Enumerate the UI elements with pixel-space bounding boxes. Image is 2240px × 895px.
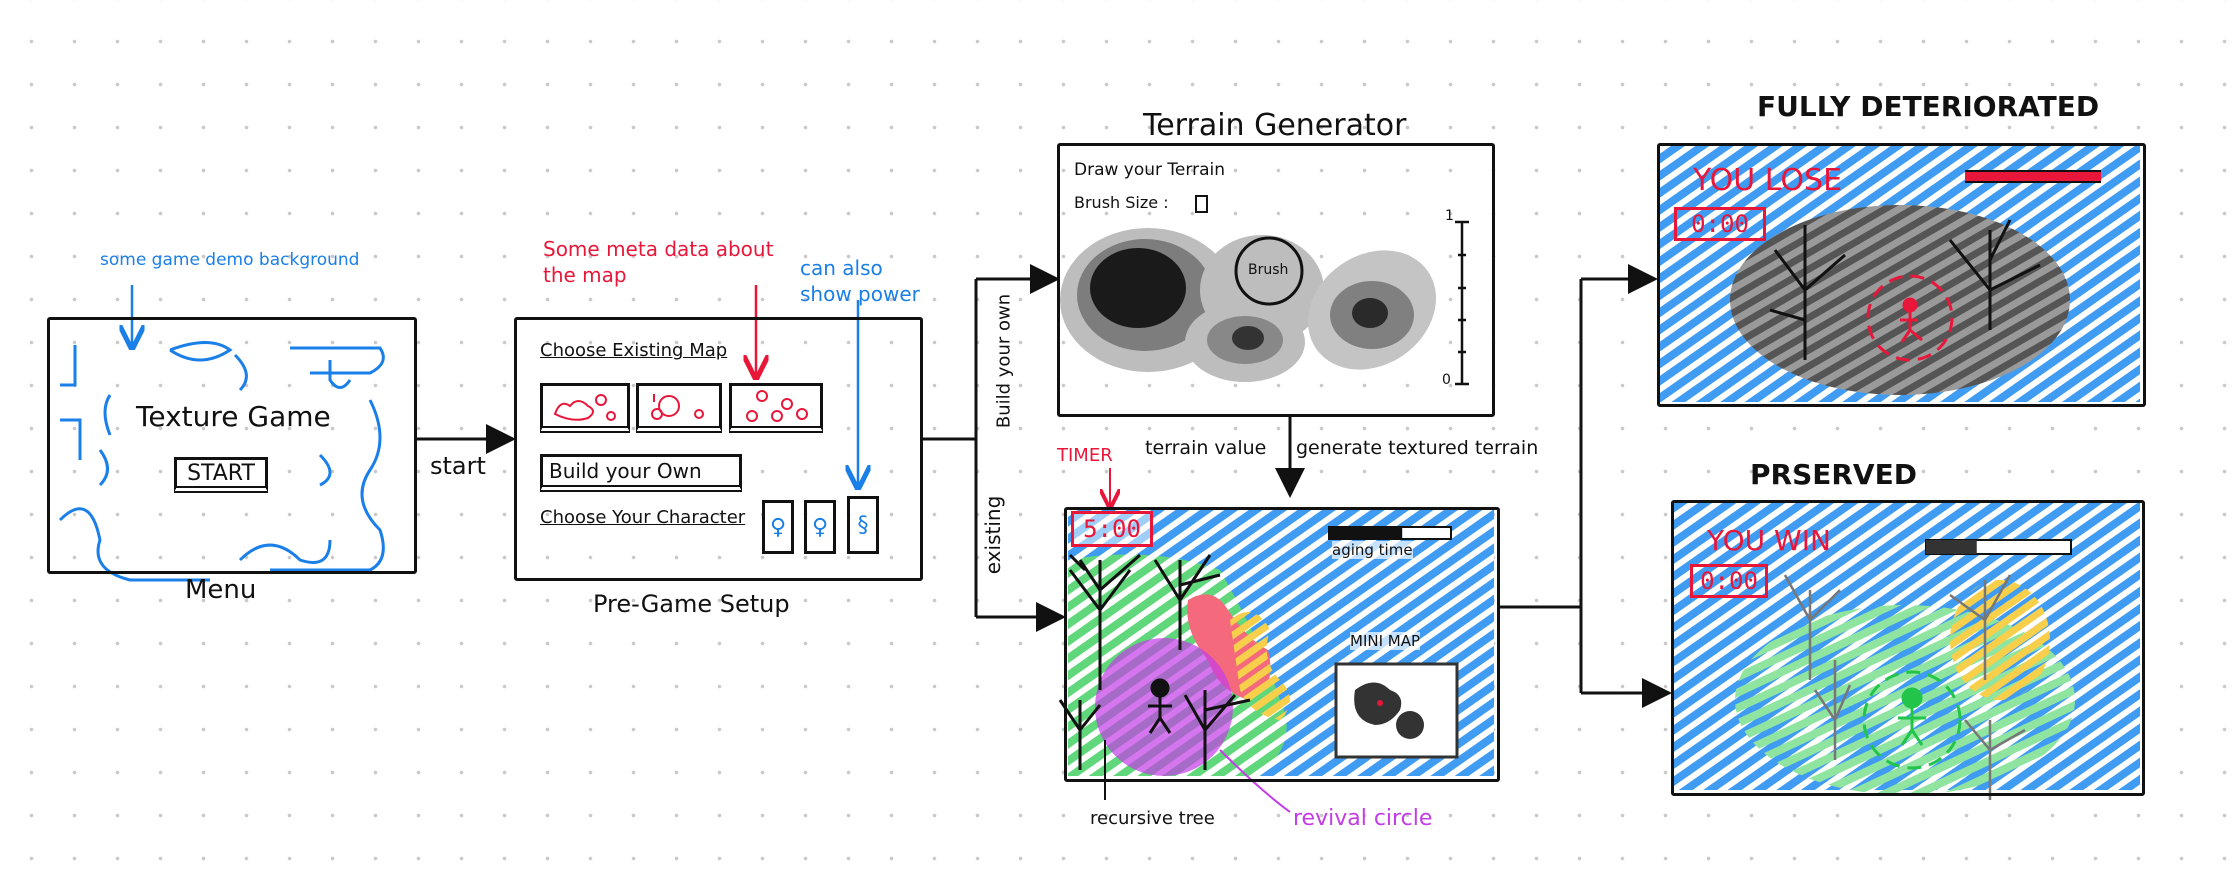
lose-screen-frame (1657, 143, 2146, 407)
menu-demo-background (58, 341, 385, 582)
player-figure (1148, 678, 1172, 734)
win-screen-title: PRSERVED (1750, 458, 1917, 491)
win-progress-fill (1926, 540, 1977, 554)
menu-caption: Menu (185, 575, 257, 605)
pregame-screen-frame (514, 317, 923, 581)
lose-progress-fill (1965, 172, 2101, 181)
height-scale-max: 1 (1445, 208, 1454, 224)
recursive-trees (1058, 553, 1251, 770)
map-thumbnail-1[interactable] (540, 383, 630, 433)
you-win-message: YOU WIN (1707, 524, 1831, 557)
stick-figure-icon: ♀ (811, 514, 829, 540)
stick-figure-icon: § (857, 512, 869, 538)
aging-time-label: aging time (1332, 541, 1413, 559)
start-button[interactable]: START (174, 457, 268, 493)
pregame-caption: Pre-Game Setup (593, 590, 790, 618)
generate-terrain-label: generate textured terrain (1296, 437, 1539, 459)
map-thumbnail-3[interactable] (729, 383, 823, 433)
build-own-branch-label: Build your own (993, 293, 1015, 429)
terrain-generator-title: Terrain Generator (1143, 108, 1407, 143)
lose-timer: 0:00 (1674, 207, 1766, 241)
character-option-1[interactable]: ♀ (762, 500, 794, 554)
aging-time-fill (1329, 527, 1403, 539)
existing-branch-label: existing (981, 495, 1005, 575)
character-option-2[interactable]: ♀ (804, 500, 836, 554)
map-thumbnail-2[interactable] (636, 383, 722, 433)
character-option-3[interactable]: § (847, 496, 879, 554)
terrain-value-label: terrain value (1145, 437, 1267, 459)
game-timer: 5:00 (1071, 511, 1153, 547)
brush-size-label: Brush Size : (1074, 193, 1169, 212)
win-timer: 0:00 (1690, 564, 1768, 598)
height-scale-min: 0 (1442, 372, 1451, 388)
choose-character-label: Choose Your Character (540, 507, 746, 528)
active-revival-circle (1862, 670, 1962, 770)
recursive-tree-label: recursive tree (1090, 808, 1215, 829)
brush-cursor[interactable] (1234, 236, 1304, 306)
lost-revival-circle (1866, 274, 1954, 362)
win-screen-frame (1671, 500, 2145, 796)
game-screen-frame (1064, 507, 1500, 782)
choose-existing-map-label: Choose Existing Map (540, 340, 728, 361)
power-annotation: can also show power (800, 256, 920, 306)
menu-background-annotation: some game demo background (100, 250, 360, 270)
mini-map-player-marker (1377, 700, 1383, 706)
lose-scene (1660, 146, 2140, 402)
revival-label-pointer (1219, 749, 1291, 813)
branch-connectors (921, 264, 1672, 708)
map-meta-annotation: Some meta data about the map (543, 237, 774, 287)
win-scene (1674, 503, 2140, 800)
you-lose-message: YOU LOSE (1693, 163, 1843, 198)
brush-size-input[interactable] (1195, 195, 1208, 213)
start-transition-label: start (430, 452, 486, 480)
menu-screen-frame (47, 317, 417, 574)
terrain-height-blobs (1060, 228, 1437, 382)
timer-annotation: TIMER (1057, 445, 1113, 466)
build-your-own-button[interactable]: Build your Own (540, 454, 742, 492)
menu-game-title: Texture Game (136, 400, 331, 433)
draw-terrain-instruction: Draw your Terrain (1074, 160, 1225, 180)
terrain-generator-frame (1057, 143, 1495, 417)
height-scale (1455, 220, 1469, 386)
revival-circle-label: revival circle (1293, 806, 1433, 831)
brush-label: Brush (1248, 262, 1289, 278)
stick-figure-icon: ♀ (769, 514, 787, 540)
lose-screen-title: FULLY DETERIORATED (1757, 90, 2100, 123)
mini-map-label: MINI MAP (1350, 632, 1421, 650)
